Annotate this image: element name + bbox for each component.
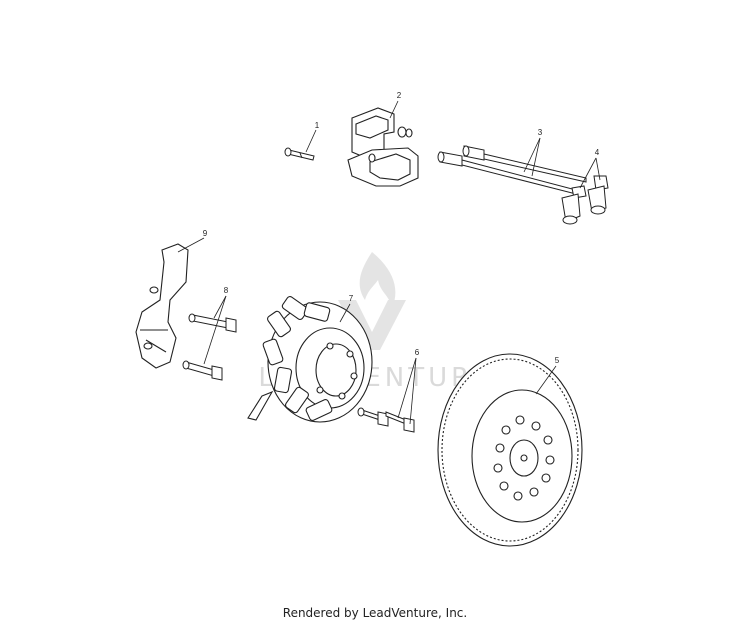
footer-credit: Rendered by LeadVenture, Inc. [282, 606, 468, 620]
callout-7: 7 [349, 294, 354, 303]
part-2-coil [347, 107, 419, 187]
part-5-flywheel [437, 353, 583, 547]
v-logo-icon [338, 300, 406, 350]
callout-5: 5 [555, 356, 560, 365]
flywheel-holes [493, 415, 555, 501]
part-4-plug-boots [561, 175, 609, 225]
callout-3: 3 [538, 128, 543, 137]
callout-1: 1 [315, 121, 320, 130]
flame-logo-icon [359, 252, 396, 308]
part-7-stator [247, 296, 373, 423]
part-9-bracket [135, 243, 189, 369]
callout-8: 8 [224, 286, 229, 295]
part-6-screws [357, 407, 415, 433]
callout-9: 9 [203, 229, 208, 238]
leader-lines [177, 100, 601, 425]
stator-poles [262, 296, 333, 421]
part-3-plug-wires [437, 145, 587, 195]
callout-6: 6 [415, 348, 420, 357]
part-8-bolts [182, 313, 237, 381]
callout-4: 4 [595, 148, 600, 157]
part-1-bolt [284, 147, 315, 161]
callout-2: 2 [397, 91, 402, 100]
